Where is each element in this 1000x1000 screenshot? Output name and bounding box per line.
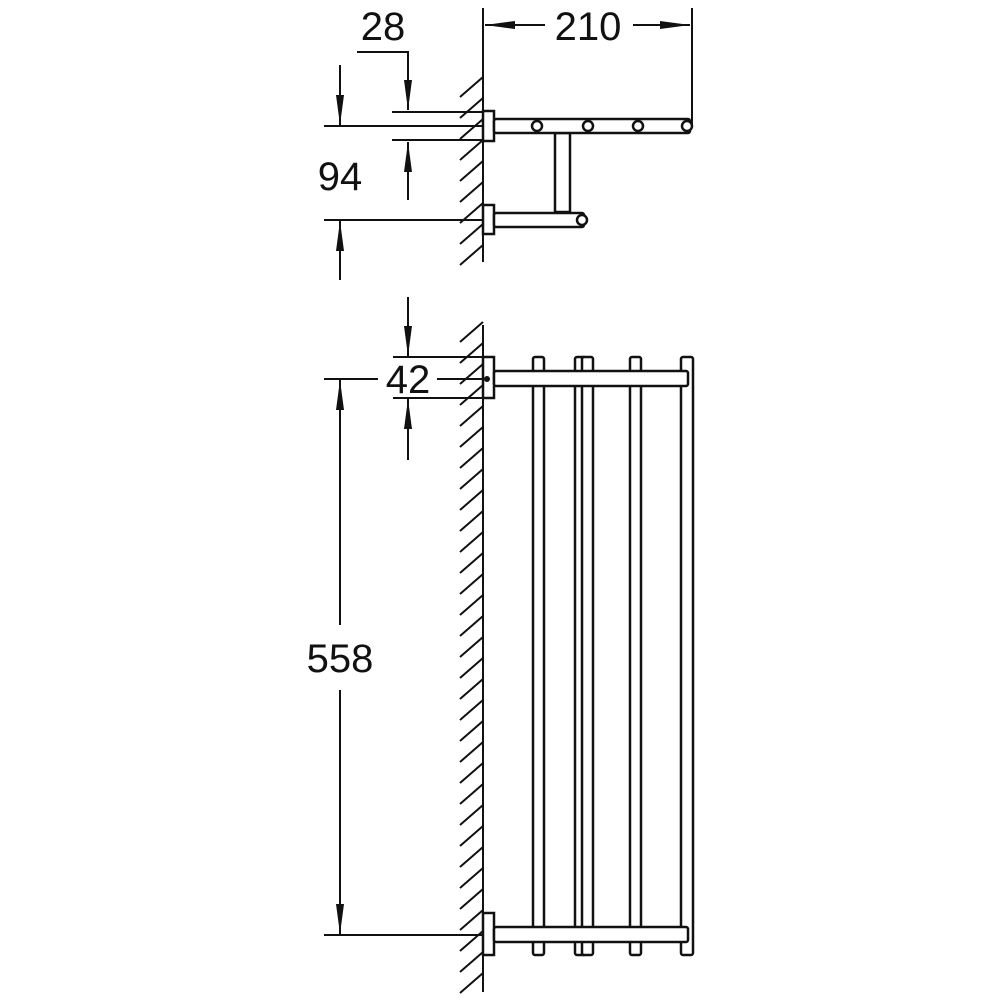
- hatch-line: [459, 867, 484, 889]
- hatch-line: [459, 720, 484, 742]
- hatch-line: [459, 804, 484, 826]
- hatch-line: [459, 160, 484, 182]
- hatch-line: [459, 888, 484, 910]
- hatch-line: [459, 678, 484, 700]
- dim-558-label: 558: [307, 637, 374, 681]
- hatch-line: [459, 139, 484, 161]
- hatch-line: [459, 468, 484, 490]
- upper-flange: [481, 109, 496, 143]
- rail-bar: [679, 355, 695, 957]
- rail-section: [680, 119, 694, 133]
- hatch-line: [459, 223, 484, 245]
- hatch-line: [459, 426, 484, 448]
- hatch-line: [459, 615, 484, 637]
- hatch-line: [459, 783, 484, 805]
- hatch-line: [459, 181, 484, 203]
- dimension-arrow: [357, 51, 412, 110]
- hatch-line: [459, 573, 484, 595]
- hatch-line: [459, 531, 484, 553]
- bottom-arm: [492, 925, 690, 944]
- hatch-line: [459, 342, 484, 364]
- hatch-line: [459, 363, 484, 385]
- hatch-line: [459, 699, 484, 721]
- hatch-line: [459, 762, 484, 784]
- hatch-line: [459, 636, 484, 658]
- hatch-line: [459, 552, 484, 574]
- bottom-flange: [481, 911, 496, 957]
- rail-section: [575, 213, 589, 227]
- hatch-line: [459, 951, 484, 973]
- hatch-line: [459, 846, 484, 868]
- hatch-line: [459, 384, 484, 406]
- wall-hatch-top: [459, 76, 484, 266]
- hatch-line: [459, 741, 484, 763]
- support-post: [553, 131, 572, 214]
- rail-section: [631, 119, 645, 133]
- rail-bar: [531, 355, 546, 957]
- hatch-line: [459, 321, 484, 343]
- wall-hatch-front: [459, 321, 484, 994]
- hatch-line: [459, 825, 484, 847]
- top-arm: [492, 369, 690, 388]
- dim-28-label: 28: [361, 5, 406, 49]
- hatch-line: [459, 657, 484, 679]
- top-view: 210 28 94: [318, 5, 694, 280]
- hatch-line: [459, 594, 484, 616]
- rail-section: [581, 119, 595, 133]
- rail-bar: [628, 355, 643, 957]
- rail-section: [530, 119, 544, 133]
- hatch-line: [459, 118, 484, 140]
- hatch-line: [459, 76, 484, 98]
- hatch-line: [459, 489, 484, 511]
- lower-bar-arm: [492, 211, 586, 229]
- rail-bar: [580, 355, 595, 957]
- front-view: 42 558: [307, 297, 695, 994]
- lower-flange: [481, 203, 496, 236]
- hatch-line: [459, 97, 484, 119]
- hatch-line: [459, 510, 484, 532]
- hatch-line: [459, 972, 484, 994]
- hatch-line: [459, 909, 484, 931]
- hatch-line: [459, 447, 484, 469]
- dim-210-label: 210: [555, 5, 622, 49]
- dim-94-label: 94: [318, 155, 363, 199]
- screw-icon: [484, 376, 490, 382]
- dim-42-label: 42: [386, 358, 431, 402]
- hatch-line: [459, 405, 484, 427]
- hatch-line: [459, 244, 484, 266]
